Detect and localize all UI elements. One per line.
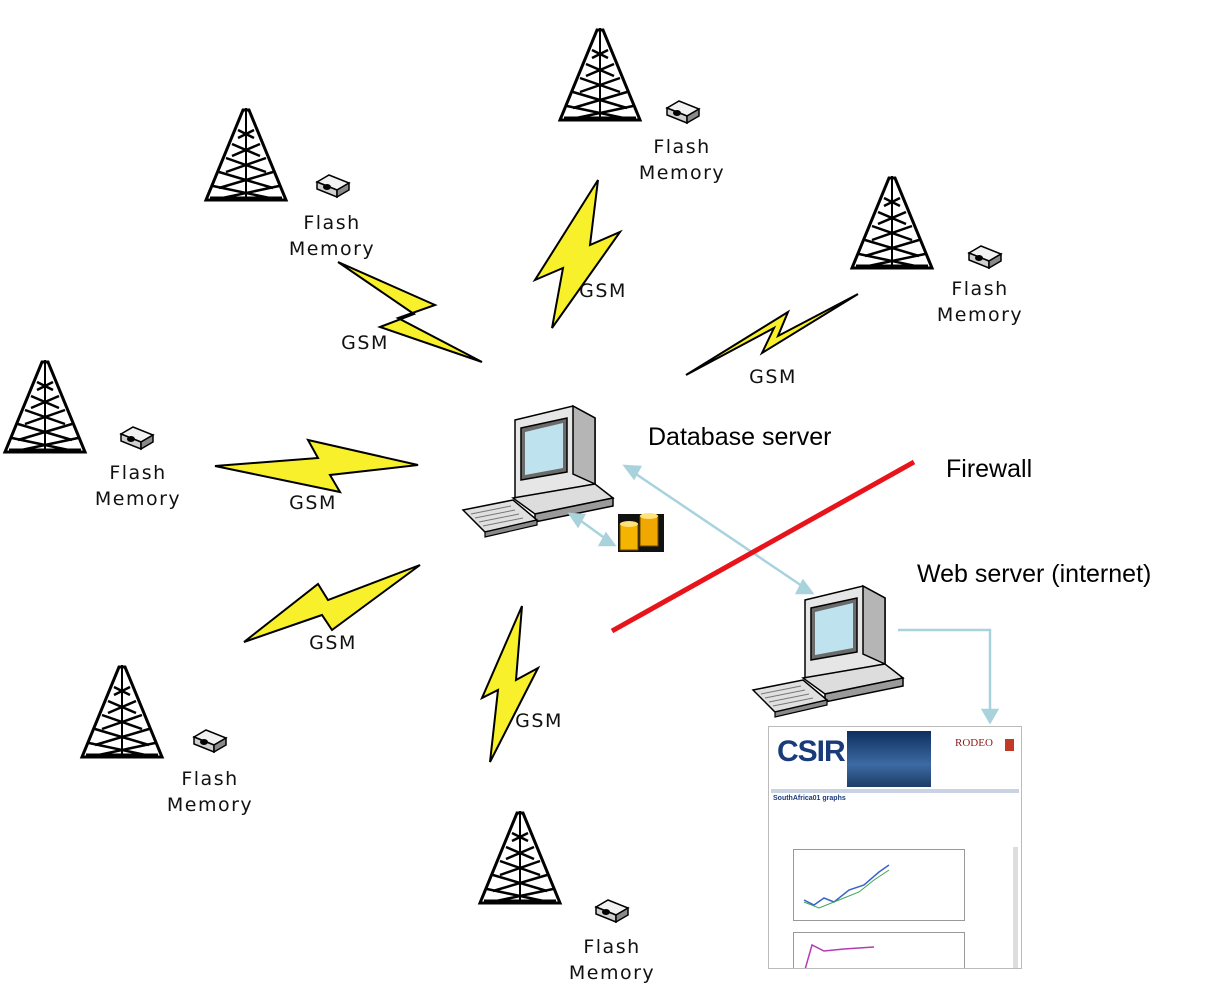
scrollbar: [1013, 847, 1018, 968]
gsm-label: GSM: [309, 632, 357, 654]
lightning-bolt-icon: [337, 261, 483, 363]
lightning-bolt-icon: [532, 179, 623, 329]
tower-icon: [850, 174, 934, 270]
page-title: SouthAfrica01 graphs: [773, 795, 846, 802]
badge-icon: [1005, 739, 1014, 751]
graph-panel: [793, 849, 965, 921]
tower-icon: [204, 106, 288, 202]
flash-memory-icon: [120, 426, 154, 450]
lightning-bolt-icon: [685, 293, 859, 376]
web-server-label: Web server (internet): [917, 560, 1152, 588]
banner-image: [847, 731, 931, 787]
web-page-screenshot: CSIR RODEO SouthAfrica01 graphs: [768, 726, 1022, 969]
database-server-label: Database server: [648, 423, 832, 451]
database-icon: [618, 513, 664, 552]
gsm-label: GSM: [749, 366, 797, 388]
gsm-label: GSM: [341, 332, 389, 354]
tower-icon: [558, 26, 642, 122]
graph-line: [803, 864, 890, 909]
computer-icon: [752, 585, 904, 718]
flash-memory-icon: [193, 729, 227, 753]
tower-icon: [3, 358, 87, 454]
flash-memory-icon: [595, 899, 629, 923]
gsm-label: GSM: [579, 280, 627, 302]
gsm-label: GSM: [289, 492, 337, 514]
gsm-label: GSM: [515, 710, 563, 732]
firewall-label: Firewall: [946, 455, 1033, 483]
computer-icon: [462, 405, 614, 538]
lightning-bolt-icon: [243, 564, 421, 643]
flash-memory-icon: [666, 100, 700, 124]
nav-bar: [771, 789, 1019, 793]
flash-memory-icon: [968, 245, 1002, 269]
firewall-line: [610, 459, 916, 634]
graph-panel: [793, 932, 965, 968]
tower-icon: [80, 663, 164, 759]
graph-line: [804, 943, 875, 968]
brand-logo: RODEO: [955, 737, 993, 749]
flash-memory-icon: [316, 174, 350, 198]
connector-web: [629, 468, 809, 592]
csir-logo: CSIR: [777, 735, 846, 768]
connector-page: [898, 628, 992, 718]
lightning-bolt-icon: [214, 438, 419, 494]
lightning-bolt-icon: [479, 605, 541, 763]
tower-icon: [478, 809, 562, 905]
